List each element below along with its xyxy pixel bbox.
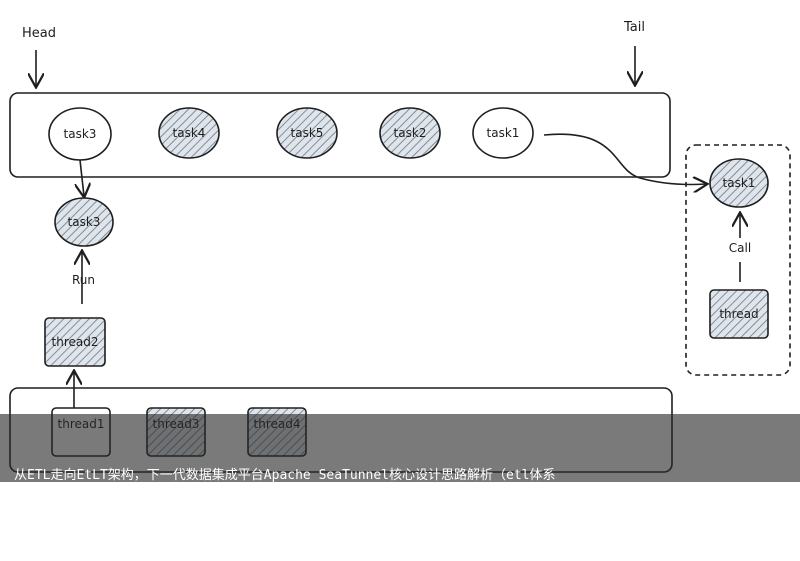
worker-thread: thread2 bbox=[44, 317, 106, 367]
head-label: Head bbox=[22, 26, 56, 41]
called-task: task1 bbox=[709, 158, 769, 208]
called-task-label: task1 bbox=[723, 176, 756, 190]
task-queue-container bbox=[9, 92, 671, 178]
queue-task-2: task5 bbox=[276, 107, 338, 159]
tail-label: Tail bbox=[623, 20, 645, 35]
worker-thread-label: thread2 bbox=[52, 335, 99, 349]
queue-task-4: task1 bbox=[472, 107, 534, 159]
dequeued-task-label: task3 bbox=[68, 215, 101, 229]
architecture-diagram: Head Tail task3 task4 task5 task2 task1 … bbox=[9, 20, 791, 473]
task1-to-call-arrow bbox=[543, 133, 706, 184]
queue-task-2-label: task5 bbox=[291, 126, 324, 140]
task3-dequeue-arrow bbox=[80, 159, 84, 196]
caller-thread-label: thread bbox=[719, 307, 758, 321]
caption-line-2: ） bbox=[14, 525, 28, 540]
queue-task-3-label: task2 bbox=[394, 126, 427, 140]
queue-task-4-label: task1 bbox=[487, 126, 520, 140]
queue-task-1-label: task4 bbox=[173, 126, 206, 140]
queue-task-3: task2 bbox=[379, 107, 441, 159]
queue-task-0: task3 bbox=[48, 107, 112, 161]
call-label: Call bbox=[729, 241, 751, 255]
caller-thread: thread bbox=[709, 289, 769, 339]
queue-task-0-label: task3 bbox=[64, 127, 97, 141]
caption-overlay: 从ETL走向EtLT架构，下一代数据集成平台Apache SeaTunnel核心… bbox=[0, 414, 800, 540]
caption-line-1: 从ETL走向EtLT架构，下一代数据集成平台Apache SeaTunnel核心… bbox=[14, 468, 556, 483]
dequeued-task: task3 bbox=[54, 197, 114, 247]
queue-task-1: task4 bbox=[158, 107, 220, 159]
run-label: Run bbox=[72, 273, 95, 287]
